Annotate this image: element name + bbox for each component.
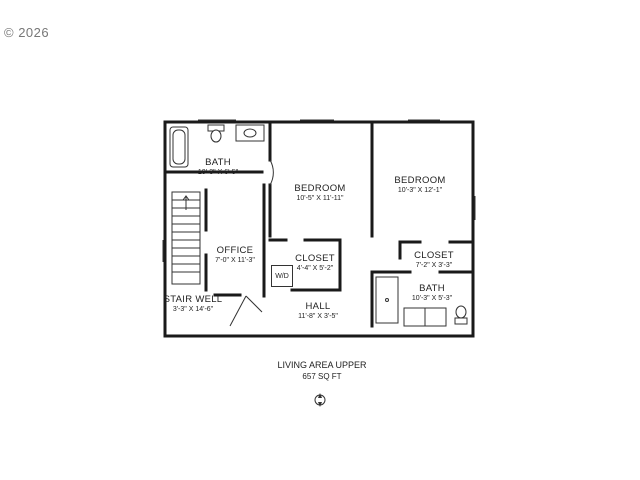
washer-dryer-icon: W/D bbox=[271, 265, 293, 287]
stairs-icon bbox=[171, 191, 201, 285]
sink-icon bbox=[235, 124, 265, 142]
copyright-text: © 2026 bbox=[4, 25, 50, 40]
floor-area: 657 SQ FT bbox=[302, 372, 342, 381]
compass-icon bbox=[314, 393, 326, 407]
bathtub-icon bbox=[169, 126, 189, 168]
floor-title: LIVING AREA UPPER bbox=[277, 360, 367, 370]
outer-wall bbox=[163, 120, 475, 338]
floor-caption: LIVING AREA UPPER 657 SQ FT bbox=[277, 360, 366, 382]
shower-icon bbox=[375, 276, 399, 324]
